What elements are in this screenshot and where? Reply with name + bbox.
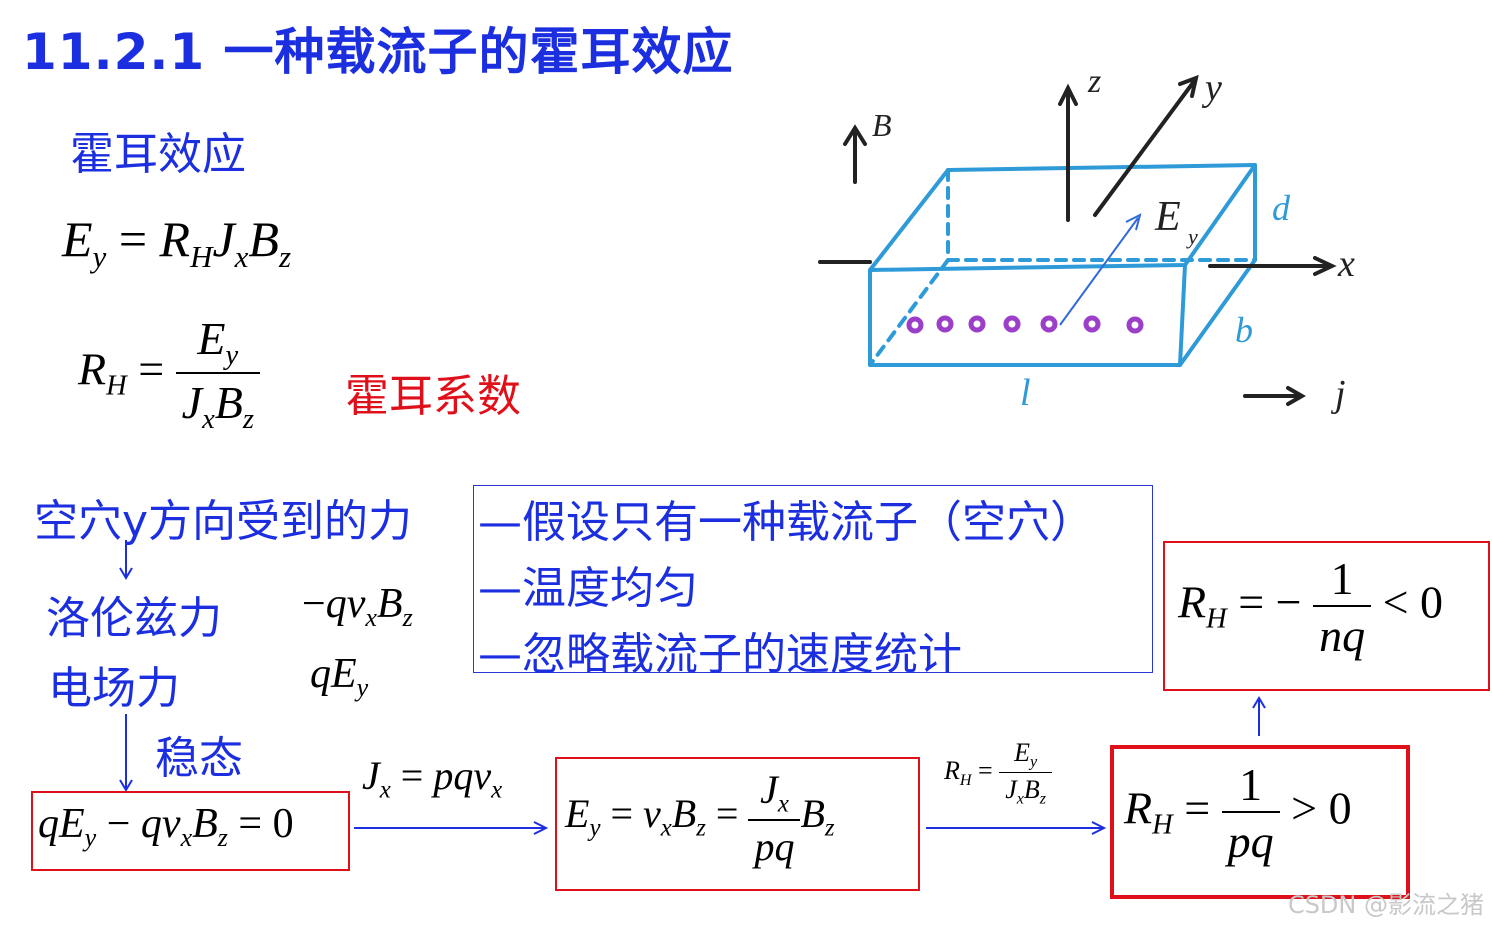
e-sub-label: y: [1186, 224, 1198, 249]
box-front-face: [868, 263, 1187, 367]
l-label: l: [1020, 372, 1031, 414]
hole-force-heading: 空穴y方向受到的力: [34, 496, 413, 547]
box-hidden-edges: [868, 168, 1257, 367]
negative-coefficient-box: [1163, 541, 1490, 691]
e-label: E: [1154, 194, 1181, 240]
steady-state-formula: qEy − qvxBz = 0: [38, 801, 294, 853]
page-title: 11.2.1 一种载流子的霍耳效应: [22, 23, 734, 81]
current-density-formula: Jx = pqvx: [362, 753, 503, 804]
positive-coefficient-box: [1110, 745, 1410, 899]
down-arrow-2: [119, 714, 133, 792]
hall-effect-diagram: B z y x E y j d b l: [818, 63, 1355, 415]
assumption-item: —忽略载流子的速度统计: [478, 629, 962, 680]
z-axis-arrow: [1058, 83, 1078, 222]
hall-coefficient-label: 霍耳系数: [345, 371, 521, 422]
steady-state-label: 稳态: [155, 733, 243, 784]
y-label: y: [1201, 67, 1222, 109]
d-label: d: [1272, 188, 1291, 228]
y-axis-arrow: [1093, 74, 1199, 217]
current-arrow: [1243, 386, 1307, 406]
lorentz-formula: −qvxBz: [302, 581, 413, 633]
electric-formula: qEy: [310, 651, 369, 703]
box-top-face: [868, 163, 1257, 272]
hall-field-equation: Ey = RHJxBz: [62, 211, 292, 274]
section-subtitle: 霍耳效应: [70, 129, 246, 180]
watermark: CSDN @影流之猪: [1287, 891, 1484, 919]
steady-state-box: [31, 791, 350, 871]
holes: [906, 315, 1144, 334]
lorentz-label: 洛伦兹力: [46, 593, 222, 644]
up-arrow: [1252, 696, 1266, 736]
right-arrow-2: [926, 821, 1106, 835]
b-label: B: [872, 107, 892, 143]
j-label: j: [1330, 373, 1346, 415]
z-label: z: [1087, 63, 1101, 100]
b-width-label: b: [1235, 310, 1253, 350]
field-box: [555, 757, 920, 891]
x-label: x: [1337, 243, 1355, 285]
x-axis-arrow: [818, 256, 1337, 276]
assumption-item: —假设只有一种载流子（空穴）: [478, 497, 1094, 548]
e-field-arrow: [1059, 213, 1142, 326]
right-arrow-1: [354, 821, 548, 835]
down-arrow-1: [119, 540, 133, 580]
assumptions-box: [473, 485, 1153, 673]
electric-label: 电场力: [48, 663, 180, 714]
b-field-arrow: [843, 124, 867, 184]
assumption-item: —温度均匀: [478, 563, 698, 614]
